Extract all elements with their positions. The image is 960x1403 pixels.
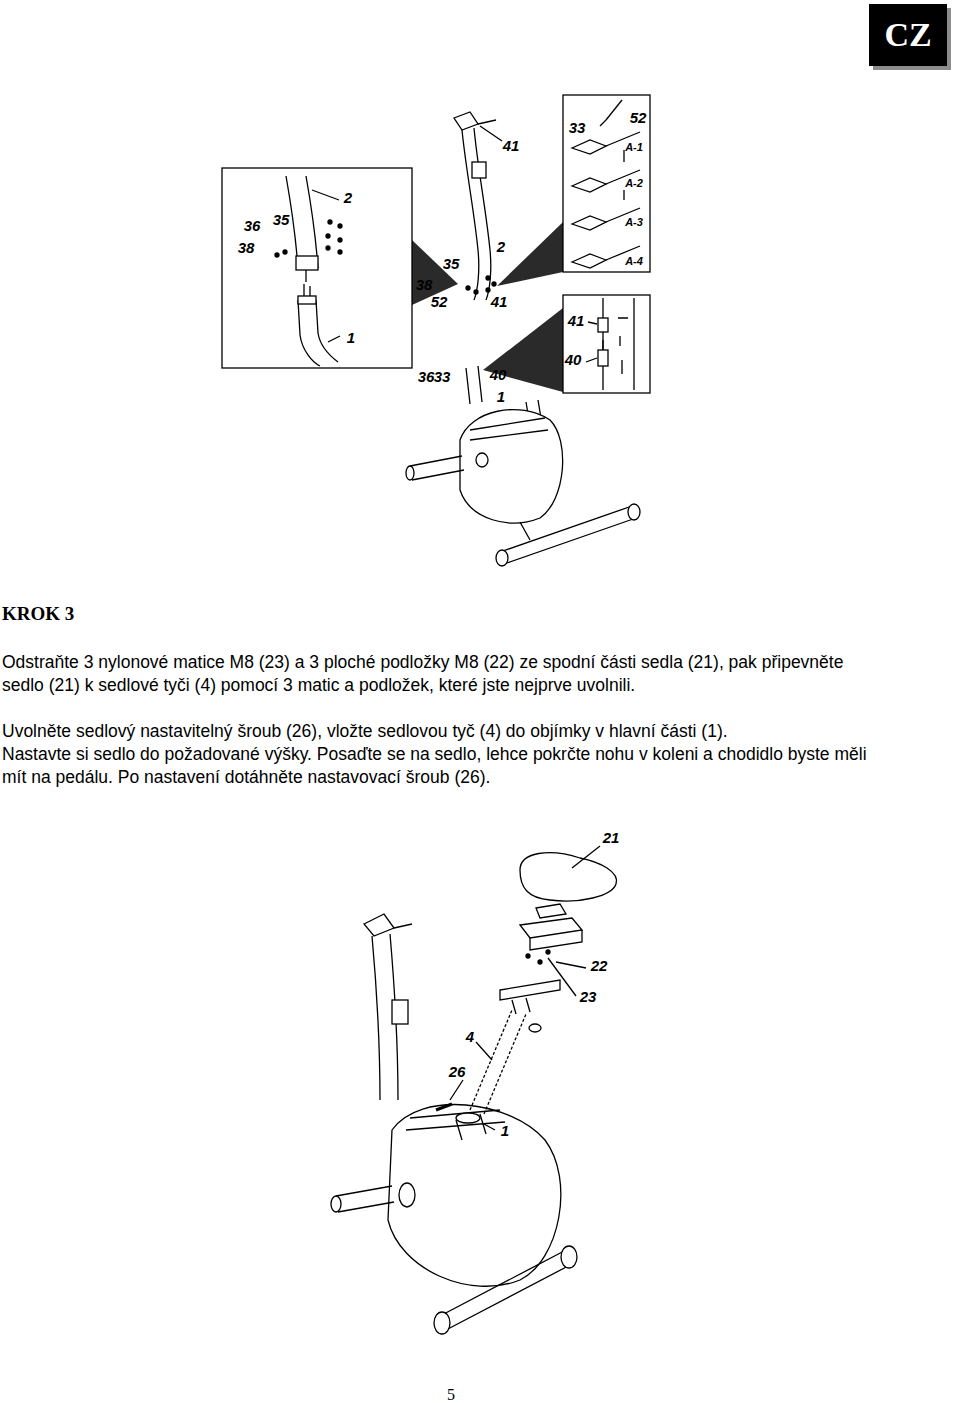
callout-number: 40 (565, 352, 582, 368)
callout-number: 36 (244, 218, 261, 234)
callout-number: 33 (569, 120, 586, 136)
callout-number: 2 (344, 190, 352, 206)
callout-number: 21 (603, 830, 620, 846)
instruction-text: Odstraňte 3 nylonové matice M8 (23) a 3 … (2, 651, 876, 697)
callout-number: 41 (491, 294, 508, 310)
callout-number: 22 (591, 958, 608, 974)
callout-number: 1 (347, 330, 355, 346)
callout-number: 1 (497, 389, 505, 405)
callout-number: 4 (466, 1029, 474, 1045)
callout-number: 26 (449, 1064, 466, 1080)
callout-number: 38 (238, 240, 255, 256)
callout-number: 1 (501, 1123, 509, 1139)
language-badge: CZ (869, 4, 947, 66)
instruction-text: Uvolněte sedlový nastavitelný šroub (26)… (2, 720, 902, 743)
callout-number: 2 (497, 239, 505, 255)
callout-number: 33 (434, 369, 451, 385)
step-label: A-1 (625, 141, 643, 153)
step-label: A-2 (625, 177, 643, 189)
callout-number: 41 (568, 313, 585, 329)
callout-number: 40 (490, 367, 507, 383)
callout-number: 52 (630, 110, 647, 126)
callout-number: 23 (580, 989, 597, 1005)
step-heading: KROK 3 (2, 603, 74, 625)
step-label: A-4 (625, 255, 643, 267)
instruction-text: Nastavte si sedlo do požadované výšky. P… (2, 743, 876, 789)
page-number: 5 (447, 1386, 455, 1403)
callout-number: 35 (273, 212, 290, 228)
callout-number: 41 (503, 138, 520, 154)
callout-number: 52 (431, 294, 448, 310)
callout-number: 36 (418, 369, 435, 385)
callout-number: 38 (416, 277, 433, 293)
badge-text: CZ (884, 17, 931, 53)
callout-number: 35 (443, 256, 460, 272)
step-label: A-3 (625, 216, 643, 228)
